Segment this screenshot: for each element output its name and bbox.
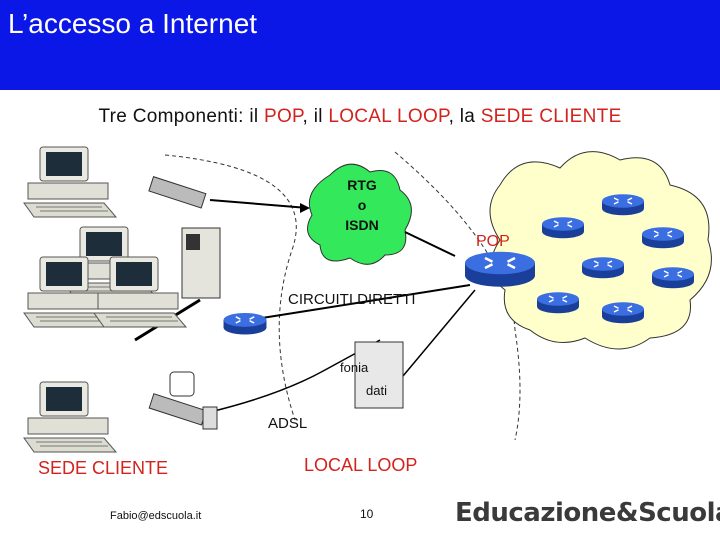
circuiti-label: CIRCUITI DIRETTI [288,291,416,308]
server-icon [181,227,221,299]
brand-logo: Educazione&Scuola [455,498,720,528]
dati-label: dati [366,383,387,398]
modem-icon-top [148,176,207,209]
modem-icon-bottom [148,393,207,426]
slide-title: L’accesso a Internet [8,8,258,39]
pc-icon-top [23,146,117,218]
router-icon-pop-7 [601,301,645,324]
fonia-label: fonia [340,360,369,375]
circuiti-line [261,284,471,319]
arrowhead-rtg [300,203,310,213]
router-icon-pop-5 [651,266,695,289]
router-icon-pop-2 [541,216,585,239]
adsl-label: ADSL [268,415,307,432]
network-diagram: RTG o ISDN POP CIRCUITI DIRETTI fonia da… [23,146,712,453]
arrow-to-rtg [209,199,309,209]
sede-cliente-label: SEDE CLIENTE [38,458,169,478]
splitter-line [397,289,476,383]
rtg-label-2: o [358,197,367,213]
subtitle-sede: SEDE CLIENTE [480,106,622,127]
subtitle-prefix: Tre Componenti: il [98,106,264,127]
router-icon-pop-3 [641,226,685,249]
router-icon-sede [222,312,268,336]
pop-cloud [489,151,712,350]
router-icon-pop [463,250,537,288]
slide-subtitle: Tre Componenti: il POP, il LOCAL LOOP, l… [0,106,720,128]
splitter-icon [202,406,218,430]
router-icon-pop-6 [536,291,580,314]
footer-email: Fabio@edscuola.it [110,510,202,522]
subtitle-sep2: , la [448,106,481,127]
adsl-line [209,339,381,413]
sede-boundary-line [164,154,297,421]
pop-label: POP [476,233,510,250]
rtg-label-1: RTG [347,177,377,193]
slide-footer [0,490,720,540]
rtg-cloud [307,163,412,265]
rtg-label-3: ISDN [345,217,378,233]
subtitle-pop: POP [263,106,303,127]
slide-header: L’accesso a Internet [0,0,720,90]
router-icon-pop-4 [581,256,625,279]
subtitle-loop: LOCAL LOOP [328,106,449,127]
subtitle-sep1: , il [302,106,329,127]
router-icon-pop-1 [601,193,645,216]
page-number: 10 [360,507,374,521]
pc-icon-bottom [23,381,117,453]
arrow-to-pop [404,231,456,257]
local-loop-label: LOCAL LOOP [304,455,418,475]
phone-icon [169,371,195,397]
central-box-icon [354,341,404,409]
